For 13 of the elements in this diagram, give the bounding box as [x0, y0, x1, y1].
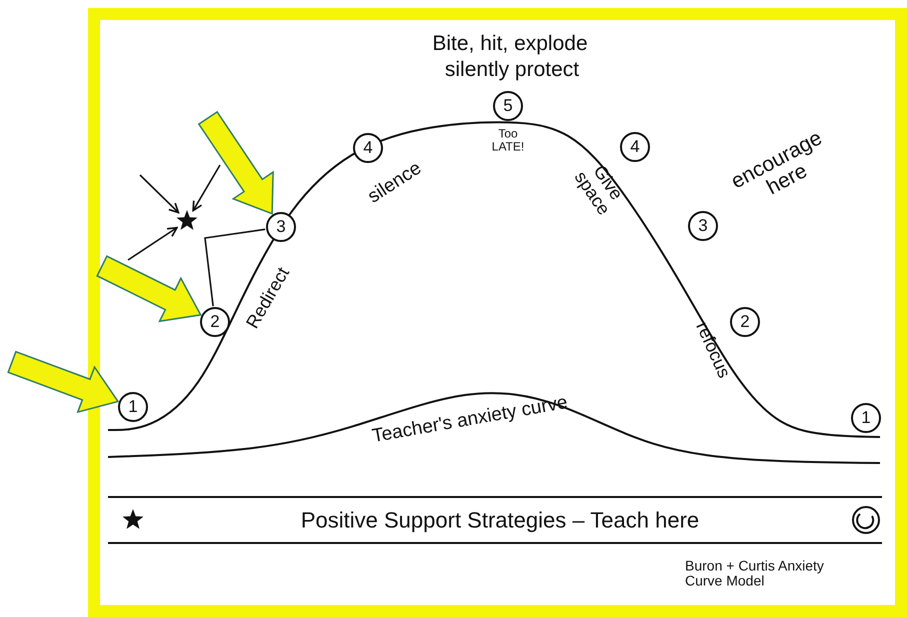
connector-line	[204, 228, 266, 306]
caption-text: Bite, hit, explode	[432, 32, 588, 56]
pointer-arrow	[198, 110, 274, 215]
stage-label: Too LATE!	[492, 127, 524, 153]
pointer-arrow	[7, 350, 120, 414]
legend-text: Positive Support Strategies – Teach here	[300, 508, 700, 532]
arrow	[192, 164, 221, 212]
star-icon	[176, 210, 198, 230]
caption-text: silently protect	[444, 58, 580, 82]
pointer-arrow	[96, 255, 202, 322]
credit-text: Buron + Curtis Anxiety Curve Model	[685, 558, 825, 588]
arrow	[139, 174, 180, 214]
arrow	[128, 226, 178, 261]
